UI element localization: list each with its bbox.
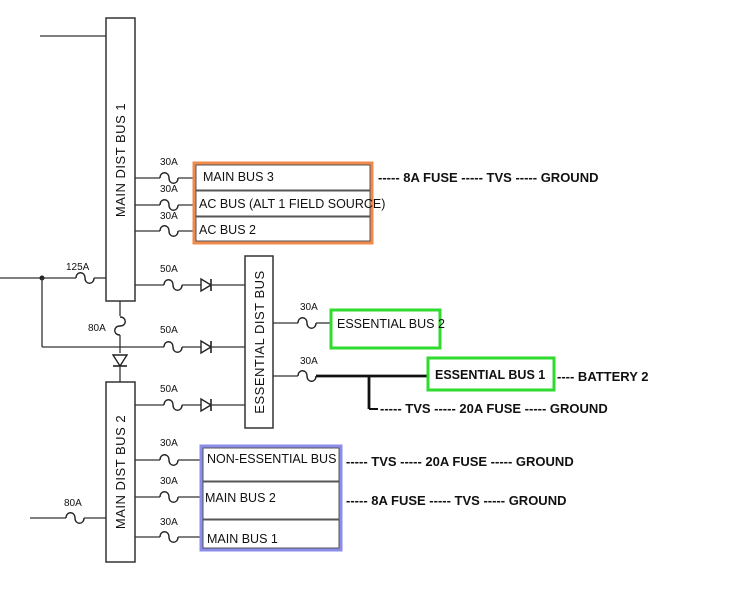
fuse-30a-ac-bus-2-label: 30A bbox=[160, 211, 178, 222]
purple-group: 30A 30A 30A NON-ESSENTIAL BUS MAIN BUS 2… bbox=[135, 438, 343, 552]
ess-feed-1: 50A bbox=[135, 264, 245, 292]
purple-item-main-bus-2: MAIN BUS 2 bbox=[205, 491, 276, 505]
fuse-80a-tie-label: 80A bbox=[88, 323, 106, 334]
fuse-30a-ess-bus-1-label: 30A bbox=[300, 356, 318, 367]
orange-item-main-bus-3: MAIN BUS 3 bbox=[203, 170, 274, 184]
essential-bus-2-label: ESSENTIAL BUS 2 bbox=[337, 317, 445, 331]
orange-group: 30A 30A 30A MAIN BUS 3 AC BUS (ALT 1 FIE… bbox=[135, 157, 385, 245]
purple-item-main-bus-1: MAIN BUS 1 bbox=[207, 532, 278, 546]
orange-item-ac-bus-2: AC BUS 2 bbox=[199, 223, 256, 237]
essential-bus-2-branch: 30A ESSENTIAL BUS 2 bbox=[273, 302, 445, 350]
annotation-main-bus-2: ----- 8A FUSE ----- TVS ----- GROUND bbox=[346, 493, 566, 508]
ess-feed-2: 50A bbox=[42, 325, 245, 354]
feed-80a: 80A bbox=[30, 498, 106, 524]
main-dist-bus-2-label: MAIN DIST BUS 2 bbox=[113, 415, 128, 529]
essential-dist-bus-label: ESSENTIAL DIST BUS bbox=[252, 270, 267, 413]
purple-item-non-essential-bus: NON-ESSENTIAL BUS bbox=[207, 452, 336, 466]
annotation-battery-2: ---- BATTERY 2 bbox=[557, 369, 648, 384]
essential-bus-1-label: ESSENTIAL BUS 1 bbox=[435, 368, 545, 382]
fuse-30a-main-bus-3-label: 30A bbox=[160, 157, 178, 168]
fuse-30a-main-bus-2-label: 30A bbox=[160, 476, 178, 487]
feed-125a: 125A bbox=[0, 262, 106, 347]
fuse-30a-ess-bus-2-label: 30A bbox=[300, 302, 318, 313]
fuse-80a-left-label: 80A bbox=[64, 498, 82, 509]
tie-80a: 80A bbox=[88, 301, 129, 382]
orange-item-ac-bus: AC BUS (ALT 1 FIELD SOURCE) bbox=[199, 197, 385, 211]
main-dist-bus-1: MAIN DIST BUS 1 bbox=[40, 17, 136, 302]
fuse-125a-label: 125A bbox=[66, 262, 90, 273]
fuse-50a-1-label: 50A bbox=[160, 264, 178, 275]
fuse-30a-main-bus-1-label: 30A bbox=[160, 517, 178, 528]
fuse-50a-3-label: 50A bbox=[160, 384, 178, 395]
fuse-30a-non-ess-label: 30A bbox=[160, 438, 178, 449]
essential-dist-bus: ESSENTIAL DIST BUS bbox=[244, 255, 274, 429]
annotation-non-essential: ----- TVS ----- 20A FUSE ----- GROUND bbox=[346, 454, 574, 469]
annotation-main-bus-3: ----- 8A FUSE ----- TVS ----- GROUND bbox=[378, 170, 598, 185]
ess-feed-3: 50A bbox=[135, 384, 245, 412]
fuse-50a-2-label: 50A bbox=[160, 325, 178, 336]
main-dist-bus-1-label: MAIN DIST BUS 1 bbox=[113, 103, 128, 217]
fuse-30a-ac-bus-label: 30A bbox=[160, 184, 178, 195]
essential-bus-1-branch: 30A ESSENTIAL BUS 1 bbox=[273, 356, 556, 410]
main-dist-bus-2: MAIN DIST BUS 2 bbox=[105, 381, 136, 563]
annotation-essential-bus-1-ground: ----- TVS ----- 20A FUSE ----- GROUND bbox=[380, 401, 608, 416]
